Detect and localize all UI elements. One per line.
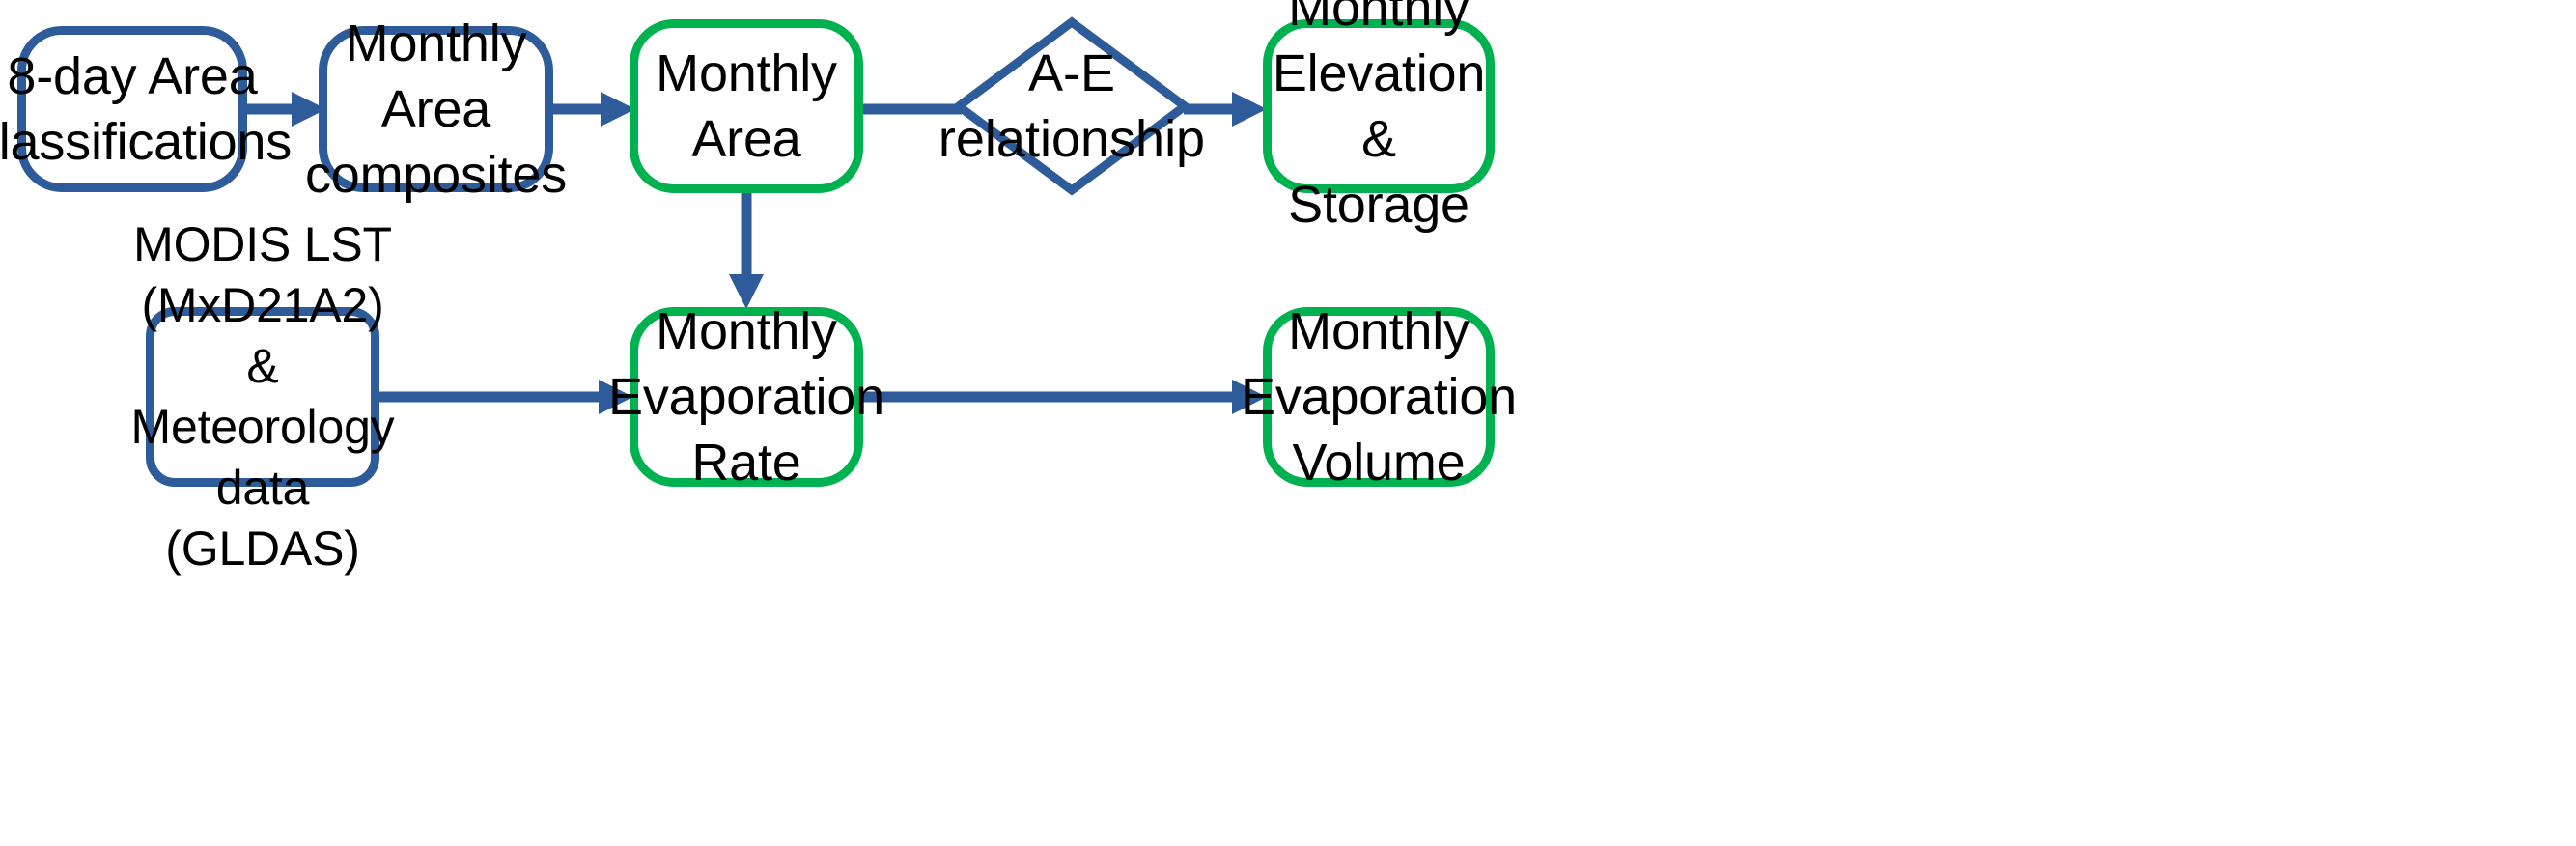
node-a-e-relationship[interactable]: A-E relationship	[938, 16, 1206, 196]
node-a-e-relationship-label: A-E relationship	[938, 43, 1206, 168]
node-monthly-area[interactable]: Monthly Area	[630, 19, 863, 193]
node-eight-day-area-classifications[interactable]: 8-day Area classifications	[0, 26, 292, 192]
node-monthly-evaporation-volume[interactable]: Monthly Evaporation Volume	[1241, 301, 1517, 493]
diamond-shape	[951, 16, 1192, 196]
edge-monthly-area-to-ae	[855, 103, 962, 115]
node-monthly-evaporation-rate[interactable]: Monthly Evaporation Rate	[608, 301, 884, 493]
edge-monthly-area-to-evaporation-rate	[729, 187, 764, 309]
edge-classifications-to-composites	[241, 92, 326, 127]
edge-composites-to-monthly-area	[546, 92, 635, 127]
edge-ae-to-elevation-storage	[1184, 92, 1267, 127]
node-modis-lst-and-meteorology-data[interactable]: MODIS LST (MxD21A2) & Meteorology data (…	[130, 217, 395, 576]
node-monthly-area-composites[interactable]: Monthly Area composites	[304, 14, 568, 205]
edge-modis-to-evaporation-rate	[373, 380, 633, 414]
node-monthly-elevation-and-storage[interactable]: Monthly Elevation & Storage	[1263, 0, 1495, 234]
edge-evaporation-rate-to-volume	[857, 380, 1267, 414]
